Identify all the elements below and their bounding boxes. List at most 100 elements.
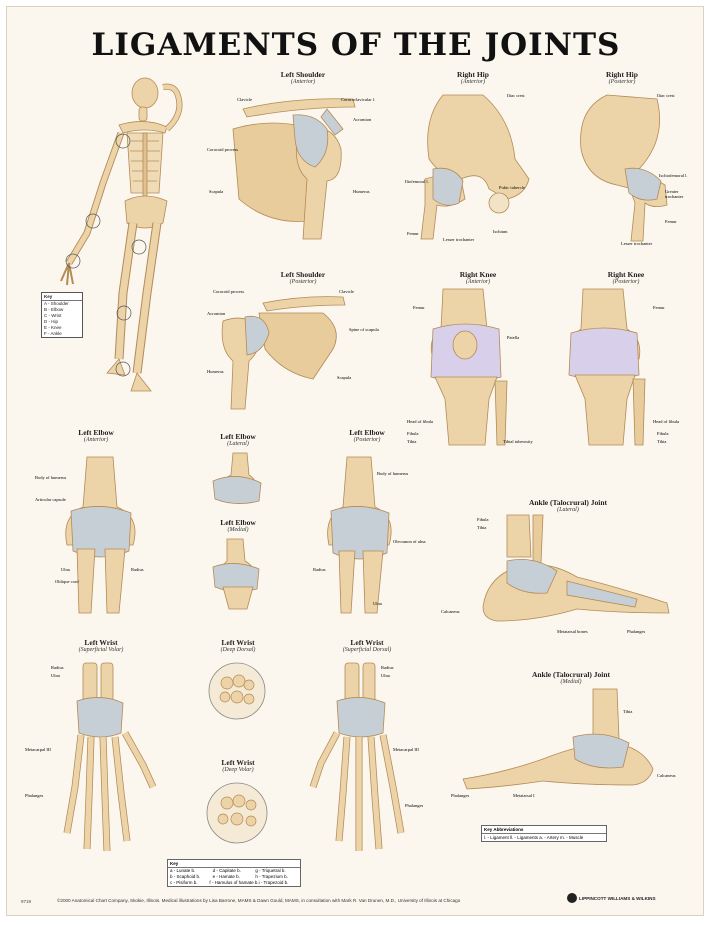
panel-view: (Posterior) — [608, 79, 636, 85]
label-iliac-crest: Iliac crest — [507, 93, 525, 98]
panel-right-hip-posterior: Right Hip (Posterior) Iliac crest Ischio… — [547, 69, 697, 249]
label-tibia: Tibia — [657, 439, 667, 444]
panel-view: (Posterior) — [612, 279, 640, 285]
label-spine-of-scapula: Spine of scapula — [349, 327, 379, 332]
label-phalanges: Phalanges — [405, 803, 424, 808]
wrist-key: Key a - Lunate b. d - Capitate b. g - Tr… — [167, 859, 301, 887]
label-radius: Radius — [131, 567, 144, 572]
label-humerus: Humerus — [207, 369, 224, 374]
panel-title: Left Shoulder — [280, 70, 326, 79]
label-iliofemoral: Iliofemoral l. — [405, 179, 429, 184]
skeleton-figure — [27, 73, 197, 413]
label-ulna: Ulna — [61, 567, 70, 572]
panel-view: (Anterior) — [460, 79, 486, 85]
panel-view: (Anterior) — [83, 437, 109, 443]
label-ulna: Ulna — [373, 601, 382, 606]
wrist-key-row: a - Lunate b. d - Capitate b. g - Trique… — [168, 868, 300, 874]
wrist-key-item: b - Scaphoid b. — [170, 874, 201, 879]
panel-title: Left Wrist — [350, 638, 384, 647]
label-ulna: Ulna — [51, 673, 60, 678]
label-patella: Patella — [507, 335, 520, 340]
label-femur: Femur — [413, 305, 425, 310]
wrist-key-item: f - Hamulus of hamate b. — [209, 880, 259, 885]
panel-title: Right Hip — [457, 70, 489, 79]
panel-title: Left Elbow — [220, 432, 256, 441]
panel-right-knee-posterior: Right Knee (Posterior) Femur Fibula Tibi… — [553, 269, 699, 449]
panel-left-elbow-medial: Left Elbow (Medial) — [183, 517, 293, 617]
label-oblique-cord: Oblique cord — [55, 579, 79, 584]
label-phalanges: Phalanges — [627, 629, 646, 634]
body-key-row: D - Hip — [44, 319, 59, 324]
label-metatarsal-bones: Metatarsal bones — [557, 629, 588, 634]
body-key-title: Key — [42, 293, 82, 301]
label-lesser-trochanter: Lesser trochanter — [621, 241, 653, 246]
panel-title: Left Wrist — [84, 638, 118, 647]
panel-ankle-lateral: Ankle (Talocrural) Joint (Lateral) Fibul… — [437, 497, 699, 647]
label-body-of-humerus: Body of humerus — [35, 475, 67, 480]
panel-right-hip-anterior: Right Hip (Anterior) Iliac crest Iliofem… — [403, 69, 543, 249]
label-acromion: Acromion — [207, 311, 226, 316]
wrist-key-row: c - Pisiform b. f - Hamulus of hamate b.… — [168, 880, 300, 886]
wrist-key-title: Key — [168, 860, 300, 868]
label-head-of-fibula: Head of fibula — [653, 419, 679, 424]
label-coracoid-process: Coracoid process — [213, 289, 245, 294]
panel-title: Right Hip — [606, 70, 638, 79]
label-fibula: Fibula — [407, 431, 419, 436]
label-lesser-trochanter: Lesser trochanter — [443, 237, 475, 242]
label-radius: Radius — [381, 665, 394, 670]
label-fibula: Fibula — [657, 431, 669, 436]
label-radius: Radius — [51, 665, 64, 670]
label-acromion: Acromion — [353, 117, 372, 122]
label-tibia: Tibia — [477, 525, 487, 530]
body-key-row: B - Elbow — [44, 307, 64, 312]
panel-title: Left Elbow — [349, 428, 385, 437]
label-scapula: Scapula — [209, 189, 224, 194]
wrist-key-item: c - Pisiform b. — [170, 880, 198, 885]
panel-view: (Medial) — [560, 679, 582, 685]
panel-title: Left Elbow — [78, 428, 114, 437]
label-ischiofemoral: Ischiofemoral l. — [659, 173, 688, 178]
body-key-row: E - Knee — [44, 325, 62, 330]
label-radius: Radius — [313, 567, 326, 572]
label-phalanges: Phalanges — [25, 793, 44, 798]
label-head-of-fibula: Head of fibula — [407, 419, 433, 424]
panel-view: (Lateral) — [227, 441, 249, 447]
label-clavicle: Clavicle — [237, 97, 252, 102]
panel-title: Left Elbow — [220, 518, 256, 527]
abbreviations-title: Key Abbreviations — [482, 826, 606, 834]
label-tibia: Tibia — [623, 709, 633, 714]
label-metatarsal-i: Metatarsal I — [513, 793, 535, 798]
panel-title: Right Knee — [459, 270, 497, 279]
label-phalanges: Phalanges — [451, 793, 470, 798]
label-clavicle: Clavicle — [339, 289, 354, 294]
body-key-row: F - Ankle — [44, 331, 62, 336]
label-scapula: Scapula — [337, 375, 352, 380]
panel-left-elbow-posterior: Left Elbow (Posterior) Body of humerus O… — [297, 427, 437, 617]
panel-view: (Posterior) — [289, 279, 317, 285]
panel-left-wrist-superficial-volar: Left Wrist (Superficial Volar) Radius Ul… — [21, 637, 181, 867]
panel-title: Left Shoulder — [280, 270, 326, 279]
panel-right-knee-anterior: Right Knee (Anterior) Femur Patella Fibu… — [403, 269, 553, 449]
label-ischium: Ischium — [493, 229, 508, 234]
label-body-of-humerus: Body of humerus — [377, 471, 409, 476]
panel-view: (Deep Volar) — [222, 767, 254, 773]
label-coracoid-process: Coracoid process — [207, 147, 239, 152]
label-ulna: Ulna — [381, 673, 390, 678]
publisher-logo: LIPPINCOTT WILLIAMS & WILKINS — [567, 893, 687, 905]
panel-title: Left Wrist — [221, 638, 255, 647]
wrist-key-row: b - Scaphoid b. e - Hamate b. h - Trapez… — [168, 874, 300, 880]
wrist-key-item: d - Capitate b. — [212, 868, 241, 873]
panel-title: Right Knee — [607, 270, 645, 279]
label-metacarpal-iii: Metacarpal III — [25, 747, 51, 752]
abbreviations-box: Key Abbreviations l. - Ligament ll. - Li… — [481, 825, 607, 842]
label-calcaneus: Calcaneus — [657, 773, 676, 778]
label-articular-capsule: Articular capsule — [35, 497, 66, 502]
label-coracoclavicular: Coracoclavicular l. — [341, 97, 376, 102]
panel-left-elbow-lateral: Left Elbow (Lateral) — [183, 431, 293, 511]
chart-code: 9719 — [21, 899, 32, 904]
label-femur: Femur — [665, 219, 677, 224]
panel-view: (Superficial Volar) — [78, 647, 124, 653]
panel-left-wrist-superficial-dorsal: Left Wrist (Superficial Dorsal) Radius U… — [297, 637, 437, 867]
panel-left-wrist-deep-dorsal: Left Wrist (Deep Dorsal) — [183, 637, 293, 737]
footer-credits: ©2000 Anatomical Chart Company, Skokie, … — [57, 898, 461, 903]
